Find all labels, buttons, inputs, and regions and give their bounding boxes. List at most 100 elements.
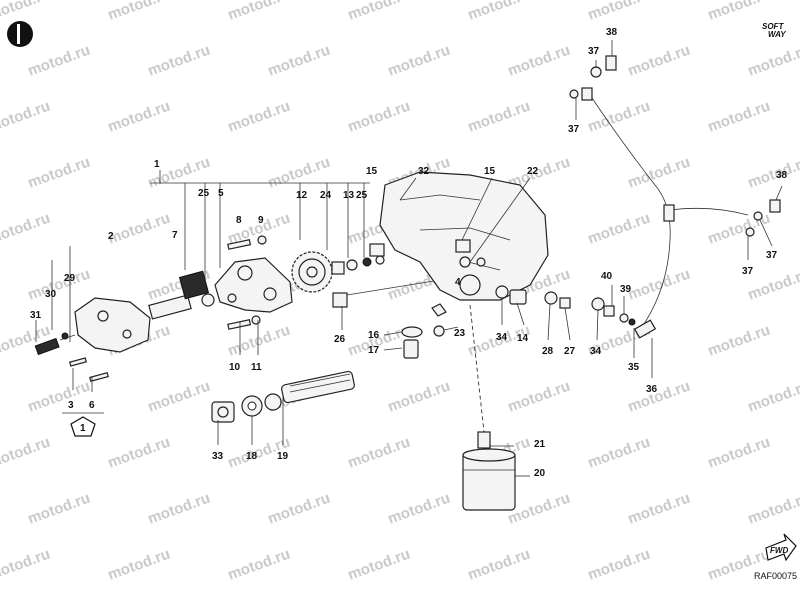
watermark-text: motod.ru	[266, 490, 333, 528]
brand-logo-icon	[7, 21, 33, 47]
watermark-text: motod.ru	[106, 546, 173, 584]
callout-26: 26	[334, 334, 346, 345]
callout-3: 3	[68, 400, 74, 411]
watermark-text: motod.ru	[226, 0, 293, 24]
watermark-text: motod.ru	[586, 434, 653, 472]
callout-2: 2	[108, 231, 114, 242]
watermark-text: motod.ru	[106, 434, 173, 472]
oil-filter-nipple-21	[477, 431, 491, 449]
watermark-text: motod.ru	[0, 0, 52, 24]
nut-27	[559, 297, 571, 309]
watermark-text: motod.ru	[0, 210, 52, 248]
callout-8: 8	[236, 215, 242, 226]
watermark-text: motod.ru	[106, 98, 173, 136]
callout-25b: 25	[356, 190, 368, 201]
watermark-text: motod.ru	[346, 0, 413, 24]
watermark-text: motod.ru	[746, 266, 800, 304]
oil-filter-20	[462, 448, 516, 511]
reference-code: RAF00075	[754, 571, 797, 581]
callout-18: 18	[246, 451, 258, 462]
washer-18	[241, 395, 263, 417]
watermark-text: motod.ru	[466, 546, 533, 584]
watermark-text: motod.ru	[586, 0, 653, 24]
callout-9: 9	[258, 215, 264, 226]
callout-39: 39	[620, 284, 632, 295]
watermark-text: motod.ru	[466, 0, 533, 24]
watermark-text: motod.ru	[386, 42, 453, 80]
callout-34a: 34	[496, 332, 508, 343]
watermark-text: motod.ru	[26, 42, 93, 80]
filter-axis-line	[469, 304, 485, 433]
callout-40: 40	[601, 271, 613, 282]
callout-10: 10	[229, 362, 241, 373]
callout-labels: 1 2 3 4 5 6 7 8 9 10 11 12 13 14 15 15 1…	[30, 27, 788, 479]
watermark-text: motod.ru	[706, 434, 773, 472]
callout-37c: 37	[742, 266, 754, 277]
kit-badge-number: 1	[80, 423, 86, 434]
oil-pump-cover	[34, 297, 151, 382]
watermark-text: motod.ru	[746, 42, 800, 80]
callout-38a: 38	[606, 27, 618, 38]
softway-logo: SOFT WAY	[762, 22, 786, 39]
plug-23	[433, 325, 445, 337]
watermark-text: motod.ru	[106, 210, 173, 248]
strainer-tube	[281, 370, 355, 404]
callout-31: 31	[30, 310, 42, 321]
callout-15b: 15	[484, 166, 496, 177]
callout-30: 30	[45, 289, 57, 300]
gasket-16	[401, 326, 423, 338]
watermark-text: motod.ru	[106, 0, 173, 24]
fitting-38-top	[569, 55, 617, 99]
callout-38b: 38	[776, 170, 788, 181]
logo-top-text: SOFT	[762, 22, 784, 31]
callout-37d: 37	[766, 250, 778, 261]
watermark-text: motod.ru	[386, 378, 453, 416]
watermark-text: motod.ru	[226, 546, 293, 584]
o-ring-set	[346, 255, 385, 271]
callout-20: 20	[534, 468, 546, 479]
watermark-text: motod.ru	[706, 322, 773, 360]
callout-11: 11	[251, 362, 262, 373]
watermark-text: motod.ru	[146, 378, 213, 416]
watermark-text: motod.ru	[626, 266, 693, 304]
washer-34-right	[591, 297, 605, 311]
watermark-text: motod.ru	[506, 42, 573, 80]
watermark-layer: motod.ru motod.ru motod.ru motod.ru motod.ru…	[0, 0, 800, 584]
watermark-text: motod.ru	[626, 42, 693, 80]
callout-21: 21	[534, 439, 546, 450]
callout-32: 32	[418, 166, 430, 177]
watermark-text: motod.ru	[146, 490, 213, 528]
watermark-text: motod.ru	[26, 154, 93, 192]
callout-37a: 37	[588, 46, 600, 57]
callout-36: 36	[646, 384, 658, 395]
watermark-text: motod.ru	[586, 546, 653, 584]
watermark-text: motod.ru	[26, 490, 93, 528]
oil-pump-housing	[214, 257, 293, 313]
watermark-text: motod.ru	[0, 322, 52, 360]
fwd-text: FWD	[770, 546, 788, 555]
watermark-text: motod.ru	[26, 266, 93, 304]
sleeve-26	[332, 279, 441, 308]
callout-24: 24	[320, 190, 332, 201]
callout-37b: 37	[568, 124, 580, 135]
bolt-8	[227, 235, 267, 250]
watermark-text: motod.ru	[506, 378, 573, 416]
callout-28: 28	[542, 346, 554, 357]
watermark-text: motod.ru	[26, 378, 93, 416]
watermark-text: motod.ru	[266, 154, 333, 192]
bolt-10	[227, 315, 261, 330]
callout-1: 1	[154, 159, 160, 170]
callout-5: 5	[218, 188, 224, 199]
callout-12: 12	[296, 190, 308, 201]
callout-14: 14	[517, 333, 529, 344]
callout-23: 23	[454, 328, 466, 339]
watermark-text: motod.ru	[0, 98, 52, 136]
watermark-text: motod.ru	[706, 98, 773, 136]
watermark-text: motod.ru	[0, 434, 52, 472]
callout-29: 29	[64, 273, 76, 284]
watermark-text: motod.ru	[586, 210, 653, 248]
callout-33: 33	[212, 451, 224, 462]
callout-17: 17	[368, 345, 380, 356]
bracket-group-1	[150, 170, 370, 285]
